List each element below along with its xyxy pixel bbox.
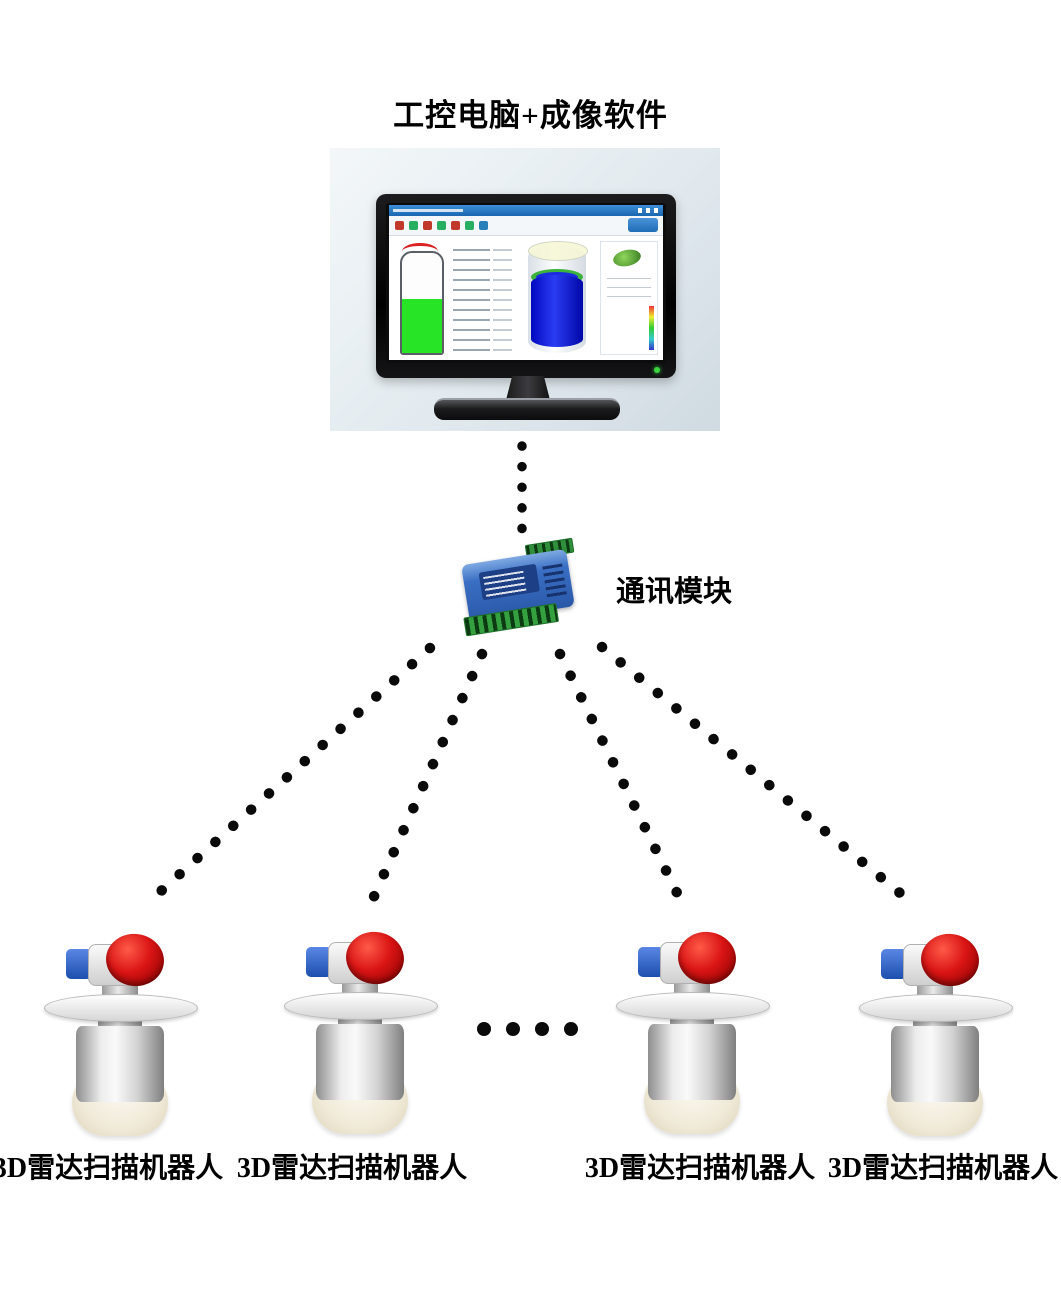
sensor-body (316, 1024, 404, 1100)
sensor-flange (859, 994, 1013, 1022)
link-module-to-sensor-2 (366, 648, 488, 907)
power-led (654, 367, 660, 373)
monitor-stand-base (434, 398, 620, 420)
tank-schematic-pane (394, 241, 446, 355)
toolbar-icon (437, 221, 446, 230)
tank-outline (400, 251, 444, 355)
module-label-sticker (478, 563, 541, 601)
link-module-to-sensor-1 (144, 642, 436, 907)
toolbar-icon (451, 221, 460, 230)
comm-module-image (454, 537, 593, 648)
sensor-bracket (306, 947, 332, 977)
sensor-body (76, 1026, 164, 1102)
monitor-screen (386, 203, 666, 363)
sensor-label-4: 3D雷达扫描机器人 (827, 1153, 1059, 1184)
toolbar (389, 216, 663, 236)
toolbar-icon (479, 221, 488, 230)
tank-3d-pane (519, 241, 595, 355)
tank-roof-arc (402, 243, 438, 260)
surface-map-blob (611, 247, 643, 269)
monitor-bezel (376, 194, 676, 378)
radar-sensor-1 (30, 930, 210, 1144)
toolbar-icon (395, 221, 404, 230)
toolbar-icon (409, 221, 418, 230)
surface-map-pane (600, 241, 658, 355)
sensor-bracket (66, 949, 92, 979)
window-title-text (393, 209, 463, 212)
sensor-bracket (638, 947, 664, 977)
sensor-body (648, 1024, 736, 1100)
radar-sensor-2 (270, 928, 450, 1142)
link-module-to-sensor-4 (596, 641, 912, 904)
sensor-label-3: 3D雷达扫描机器人 (584, 1153, 816, 1184)
comm-module-label: 通讯模块 (616, 576, 733, 608)
monitor-stand-neck (506, 376, 550, 400)
parameter-list-pane (451, 241, 514, 355)
color-scale (649, 306, 654, 350)
screen-button (628, 218, 658, 232)
module-vent-holes (542, 563, 568, 601)
diagram-title: 工控电脑+成像软件 (393, 98, 668, 133)
sensor-flange (44, 994, 198, 1022)
radar-software-window (389, 205, 663, 360)
sensor-flange (616, 992, 770, 1020)
sensor-label-1: 3D雷达扫描机器人 (0, 1153, 224, 1184)
toolbar-icon (423, 221, 432, 230)
window-controls-icons (638, 208, 660, 213)
radar-sensor-3 (602, 928, 782, 1142)
sensor-body (891, 1026, 979, 1102)
software-content (389, 236, 663, 360)
window-titlebar (389, 205, 663, 216)
tank-3d-top (528, 241, 588, 261)
parameter-values (493, 245, 512, 351)
sensor-label-2: 3D雷达扫描机器人 (236, 1153, 468, 1184)
surface-map-text (607, 274, 651, 302)
parameter-names (453, 245, 490, 351)
link-module-to-sensor-3 (554, 648, 687, 907)
radar-sensor-4 (845, 930, 1025, 1144)
ellipsis-dots (477, 1022, 578, 1036)
sensor-bracket (881, 949, 907, 979)
tank-3d-liquid (531, 275, 583, 347)
toolbar-icon (465, 221, 474, 230)
sensor-flange (284, 992, 438, 1020)
industrial-pc-image (330, 148, 720, 431)
tank-level-fill (402, 299, 442, 353)
